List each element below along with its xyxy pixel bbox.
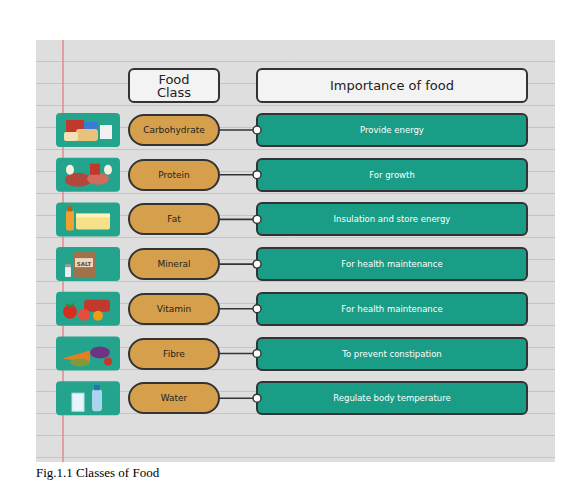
food-class-pill: Vitamin [128, 293, 220, 325]
connector-line [220, 219, 256, 221]
vitamin-icon [56, 292, 120, 326]
importance-text: To prevent constipation [342, 349, 442, 359]
connector-line [220, 397, 256, 399]
mineral-icon [56, 247, 120, 281]
fat-icon [56, 202, 120, 236]
food-class-pill: Fat [128, 203, 220, 235]
food-class-name: Water [161, 393, 188, 403]
connector-dot [253, 305, 261, 313]
importance-box: To prevent constipation [256, 337, 528, 371]
food-class-pill: Fibre [128, 338, 220, 370]
importance-text: Provide energy [360, 125, 424, 135]
importance-box: Provide energy [256, 113, 528, 147]
fibre-icon [56, 337, 120, 371]
connector-dot [253, 171, 261, 179]
connector-dot [253, 126, 261, 134]
header-box: Food Class [128, 68, 220, 103]
connector-line [220, 174, 256, 176]
package-label: SALT [75, 261, 93, 267]
water-icon [56, 381, 120, 415]
connector-dot [253, 260, 261, 268]
column-heading: Food Class [144, 73, 204, 99]
connector-group [220, 126, 261, 134]
importance-box: Regulate body temperature [256, 381, 528, 415]
protein-icon [56, 158, 120, 192]
connector-group [220, 305, 261, 313]
paper-sheet [36, 40, 555, 462]
food-class-name: Protein [158, 170, 190, 180]
food-class-name: Vitamin [157, 304, 191, 314]
importance-text: For growth [369, 170, 415, 180]
connector-line [220, 129, 256, 131]
importance-box: For growth [256, 158, 528, 192]
importance-text: For health maintenance [341, 259, 442, 269]
figure-caption: Fig.1.1 Classes of Food [36, 465, 159, 481]
importance-text: For health maintenance [341, 304, 442, 314]
connector-line [220, 308, 256, 310]
column-heading: Importance of food [330, 79, 454, 92]
food-class-name: Fibre [163, 349, 185, 359]
connector-group [220, 260, 261, 268]
connector-group [220, 394, 261, 402]
connector-dot [253, 215, 261, 223]
food-class-pill: Mineral [128, 248, 220, 280]
connector-line [220, 353, 256, 355]
importance-box: For health maintenance [256, 247, 528, 281]
connector-dot [253, 350, 261, 358]
food-class-pill: Water [128, 382, 220, 414]
food-class-pill: Protein [128, 159, 220, 191]
importance-box: Insulation and store energy [256, 202, 528, 236]
food-class-name: Fat [167, 214, 180, 224]
connector-line [220, 263, 256, 265]
connector-group [220, 171, 261, 179]
connector-group [220, 215, 261, 223]
header-box: Importance of food [256, 68, 528, 103]
food-class-name: Mineral [157, 259, 190, 269]
importance-text: Insulation and store energy [334, 214, 451, 224]
food-class-pill: Carbohydrate [128, 114, 220, 146]
carbohydrate-icon [56, 113, 120, 147]
importance-box: For health maintenance [256, 292, 528, 326]
connector-dot [253, 394, 261, 402]
importance-text: Regulate body temperature [333, 393, 451, 403]
connector-group [220, 350, 261, 358]
food-class-name: Carbohydrate [143, 125, 205, 135]
